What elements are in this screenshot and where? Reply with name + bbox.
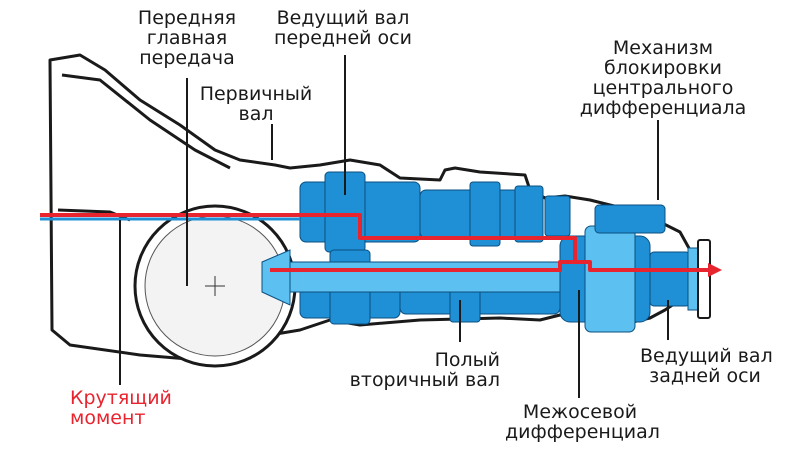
label-rear-drive-shaft: Ведущий вал задней оси [640,345,773,387]
label-torque: Крутящий момент [70,387,172,429]
label-center-differential: Межосевой дифференциал [505,401,660,443]
gear-train [261,171,711,333]
torque-arrowhead [708,263,722,277]
torque-flow-path [40,213,722,277]
label-hollow-secondary-shaft: Полый вторичный вал [349,349,500,391]
label-center-lock: Механизм блокировки центрального диффере… [579,37,747,119]
label-front-drive-shaft: Ведущий вал передней оси [274,7,412,49]
leader-lines [119,55,669,398]
label-front-final-drive: Передняя главная передача [137,7,237,69]
label-primary-shaft: Первичный вал [199,83,313,125]
